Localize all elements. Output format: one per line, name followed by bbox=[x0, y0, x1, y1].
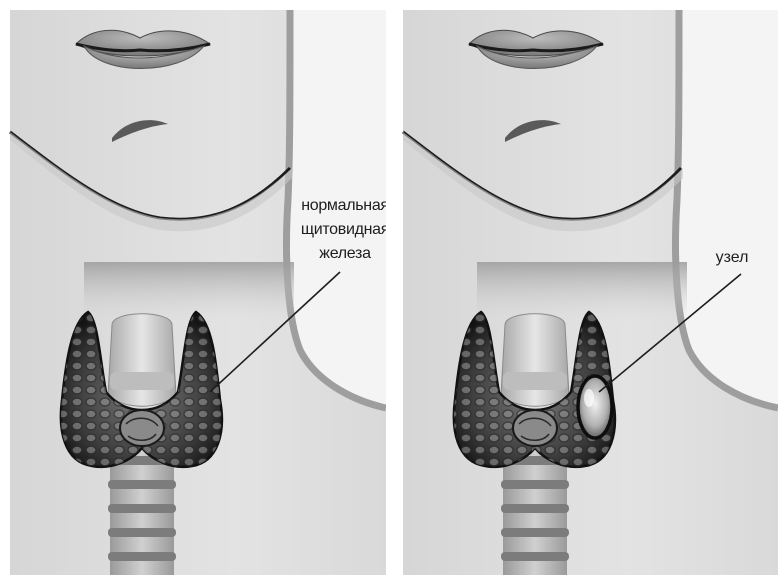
label-line-1: нормальная bbox=[296, 194, 389, 218]
normal-thyroid-panel: нормальная щитовидная железа bbox=[0, 0, 389, 575]
label-line-2: щитовидная bbox=[296, 218, 389, 242]
cricoid-ring bbox=[110, 372, 174, 390]
larynx bbox=[501, 314, 569, 407]
neck-shadow bbox=[477, 262, 687, 322]
nodule-highlight bbox=[584, 389, 594, 407]
normal-thyroid-label: нормальная щитовидная железа bbox=[296, 194, 389, 266]
label-line-3: железа bbox=[296, 242, 389, 266]
nodule-thyroid-panel: узел bbox=[389, 0, 778, 575]
normal-thyroid-illustration bbox=[0, 0, 389, 575]
larynx bbox=[108, 314, 176, 407]
cricoid-ring bbox=[503, 372, 567, 390]
nodule-label: узел bbox=[707, 246, 757, 270]
panel-divider bbox=[386, 0, 392, 575]
nodule-thyroid-illustration bbox=[389, 0, 778, 575]
neck-shadow bbox=[84, 262, 294, 322]
